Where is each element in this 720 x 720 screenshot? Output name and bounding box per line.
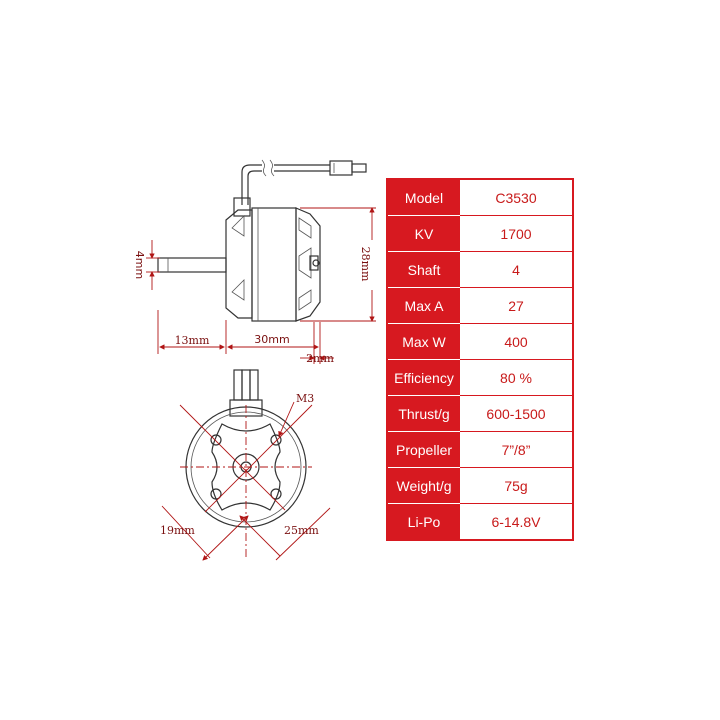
spec-key: Weight/g bbox=[387, 467, 460, 504]
spec-value: 7”/8” bbox=[460, 431, 573, 468]
dim-flange: 2mm bbox=[306, 352, 334, 365]
spec-key: KV bbox=[387, 215, 460, 252]
spec-key: Max A bbox=[387, 287, 460, 324]
spec-value: 27 bbox=[460, 287, 573, 324]
spec-key: Propeller bbox=[387, 431, 460, 468]
dim-mount-b: 25mm bbox=[284, 524, 319, 537]
dim-shaft-dia: 4mm bbox=[133, 251, 146, 279]
spec-key: Shaft bbox=[387, 251, 460, 288]
dim-body-len: 30mm bbox=[254, 333, 289, 346]
dim-body-dia: 28mm bbox=[359, 247, 372, 282]
spec-value: 4 bbox=[460, 251, 573, 288]
spec-value: 75g bbox=[460, 467, 573, 504]
dim-screw: M3 bbox=[296, 392, 314, 405]
spec-value: 6-14.8V bbox=[460, 503, 573, 540]
spec-key: Li-Po bbox=[387, 503, 460, 540]
spec-value: C3530 bbox=[460, 179, 573, 216]
spec-value: 600-1500 bbox=[460, 395, 573, 432]
dim-shaft-len: 13mm bbox=[175, 334, 210, 347]
spec-value: 80 % bbox=[460, 359, 573, 396]
side-dimensions: 4mm 28mm 13mm 30mm 2mm bbox=[133, 207, 376, 365]
spec-key: Thrust/g bbox=[387, 395, 460, 432]
spec-key: Max W bbox=[387, 323, 460, 360]
spec-key: Efficiency bbox=[387, 359, 460, 396]
side-view bbox=[157, 159, 367, 322]
spec-key: Model bbox=[387, 179, 460, 216]
spec-value: 400 bbox=[460, 323, 573, 360]
dim-mount-a: 19mm bbox=[160, 524, 195, 537]
front-dimensions: M3 19mm 25mm bbox=[160, 392, 331, 561]
spec-value: 1700 bbox=[460, 215, 573, 252]
